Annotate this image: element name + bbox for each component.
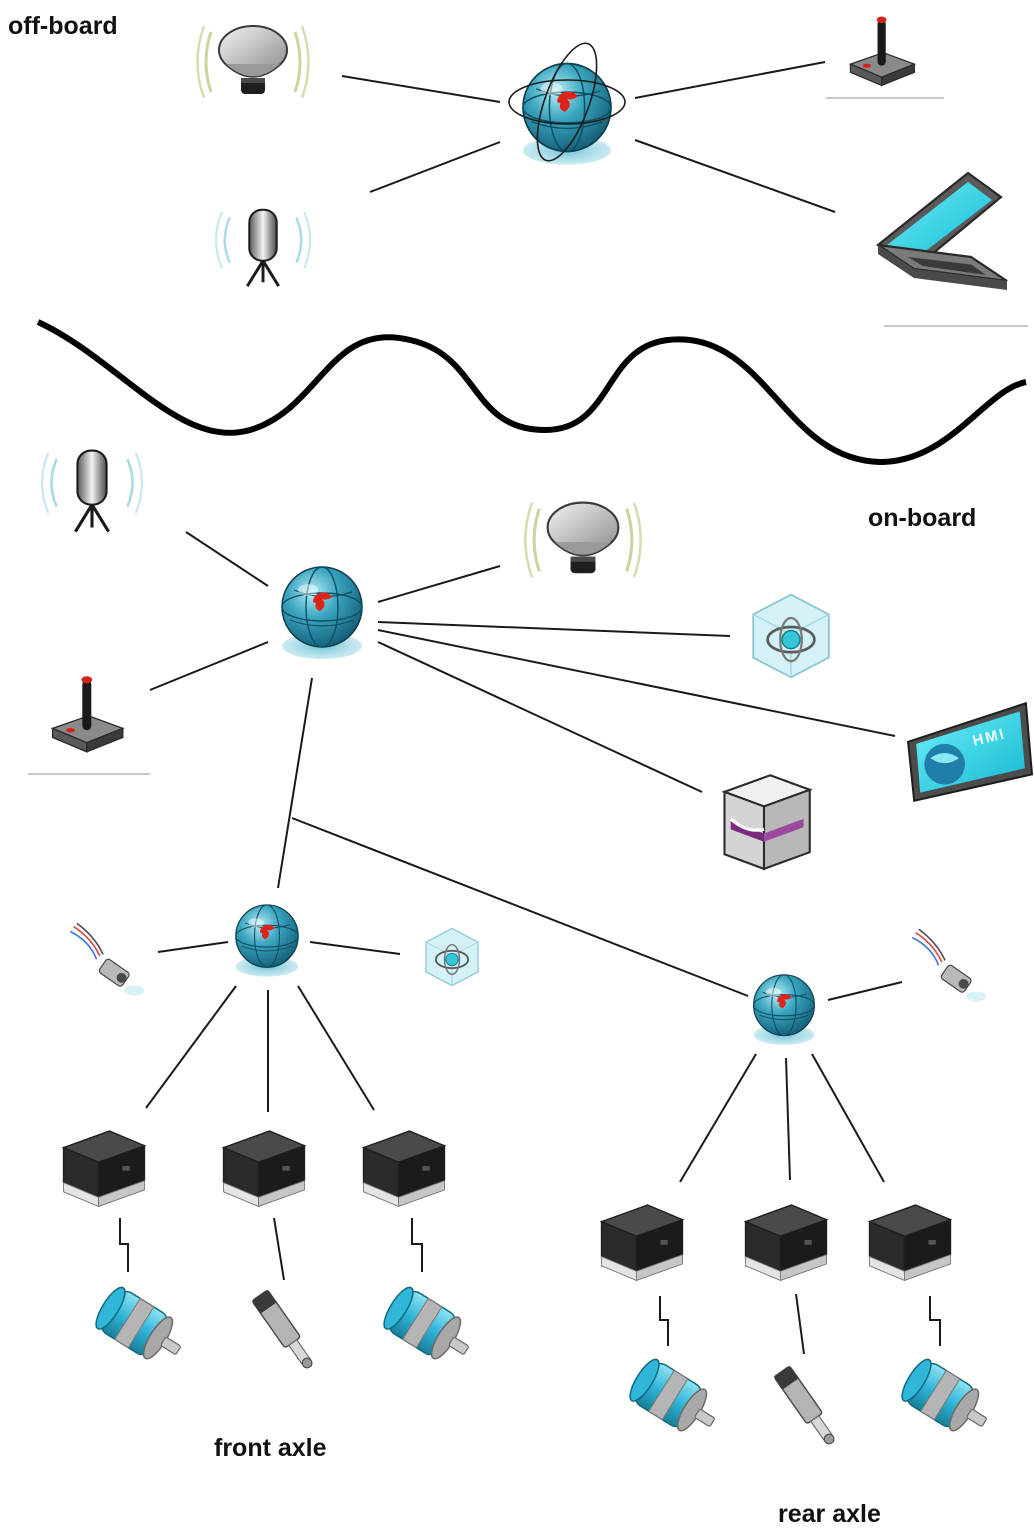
motor-controller-icon bbox=[62, 1130, 146, 1208]
rear-axle-label: rear axle bbox=[778, 1500, 881, 1528]
off-board-devices bbox=[195, 15, 1028, 327]
joystick-icon bbox=[51, 675, 124, 753]
off-board-links bbox=[341, 61, 836, 213]
rear-axle-links bbox=[659, 981, 941, 1355]
hub-globe-icon bbox=[281, 566, 363, 660]
board-boundary-wave bbox=[36, 319, 1027, 466]
radar-icon bbox=[525, 503, 640, 578]
on-board-links bbox=[149, 531, 896, 997]
motor-controller-icon bbox=[222, 1130, 306, 1208]
linear-actuator-icon bbox=[773, 1365, 841, 1450]
electric-motor-icon bbox=[896, 1354, 998, 1444]
sensor-probe-icon bbox=[69, 922, 146, 997]
imu-icon bbox=[751, 593, 831, 679]
on-board-label: on-board bbox=[868, 504, 976, 532]
lidar-icon bbox=[40, 448, 144, 534]
front-axle-links bbox=[119, 941, 423, 1281]
electric-motor-icon bbox=[90, 1282, 192, 1372]
front-axle-devices bbox=[62, 904, 480, 1374]
motor-controller-icon bbox=[600, 1204, 684, 1282]
hub-globe-icon bbox=[235, 904, 299, 978]
hub-globe-icon bbox=[522, 62, 612, 166]
electric-motor-icon bbox=[624, 1354, 726, 1444]
lidar-icon bbox=[214, 208, 312, 288]
on-board-devices: HMI bbox=[28, 448, 1034, 871]
electric-motor-icon bbox=[378, 1282, 480, 1372]
linear-actuator-icon bbox=[251, 1289, 319, 1374]
front-axle-label: front axle bbox=[214, 1434, 327, 1462]
hmi-display-icon bbox=[906, 701, 1034, 803]
motor-controller-icon bbox=[868, 1204, 952, 1282]
imu-icon bbox=[424, 927, 480, 987]
rear-axle-devices bbox=[600, 928, 998, 1450]
off-board-label: off-board bbox=[8, 12, 118, 40]
hub-globe-icon bbox=[752, 974, 816, 1046]
storage-module-icon bbox=[722, 773, 812, 871]
motor-controller-icon bbox=[362, 1130, 446, 1208]
sensor-probe-icon bbox=[911, 928, 988, 1003]
motor-controller-icon bbox=[744, 1204, 828, 1282]
joystick-icon bbox=[849, 15, 916, 87]
radar-icon bbox=[195, 24, 311, 100]
laptop-icon bbox=[876, 171, 1009, 292]
